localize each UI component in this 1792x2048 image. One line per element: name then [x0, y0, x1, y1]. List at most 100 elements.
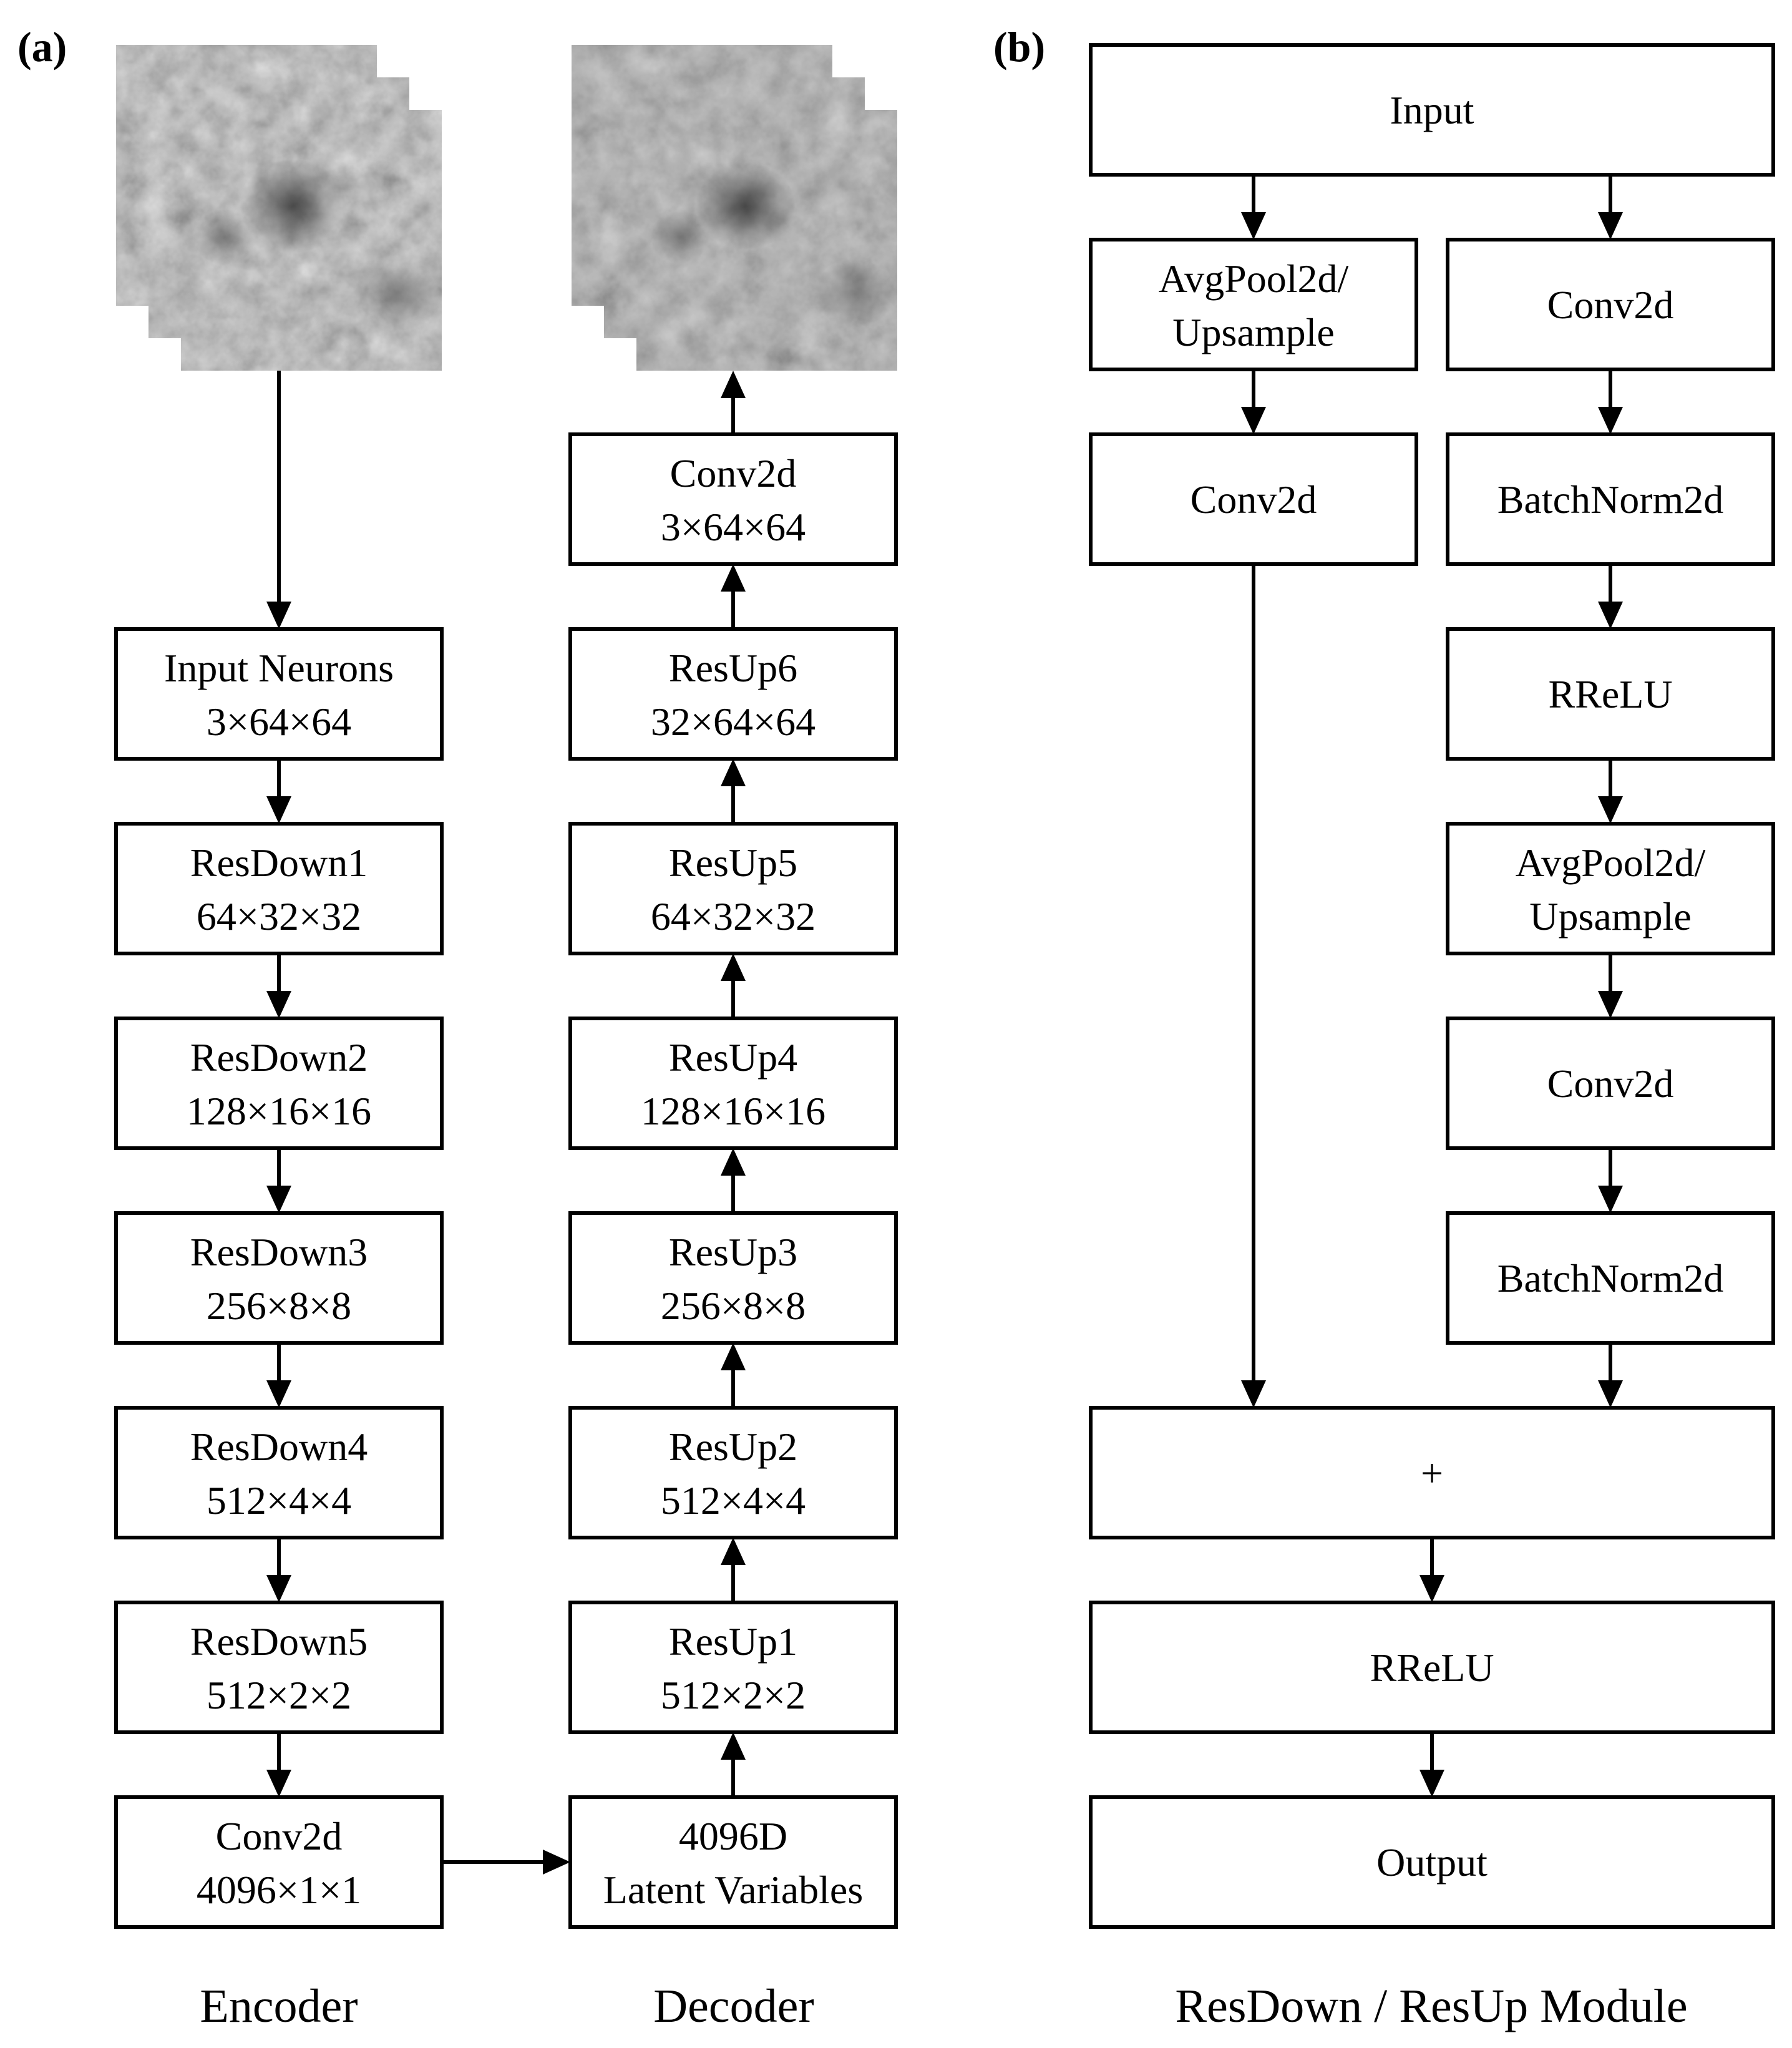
panel-b-label: (b) — [993, 23, 1045, 71]
encoder-block-detail: 512×2×2 — [207, 1673, 351, 1717]
decoder-block — [568, 1017, 898, 1150]
activation-box-label: RReLU — [1370, 1646, 1494, 1690]
encoder-block-label: ResDown5 — [190, 1619, 368, 1664]
encoder-arrow-head — [266, 1186, 291, 1213]
encoder-arrow-head — [266, 1770, 291, 1797]
encoder-block-label: Input Neurons — [164, 646, 394, 690]
encoder-block-label: ResDown4 — [190, 1425, 368, 1469]
main-block-label: BatchNorm2d — [1497, 477, 1724, 522]
decoder-block-label: 4096D — [679, 1814, 787, 1858]
decoder-block-label: ResUp1 — [669, 1619, 797, 1664]
main-arrow-head — [1598, 407, 1623, 434]
decoder-block-label: ResUp4 — [669, 1035, 797, 1080]
encoder-arrow-head — [266, 796, 291, 824]
encoder-block — [114, 1795, 444, 1929]
decoder-block-label: ResUp6 — [669, 646, 797, 690]
encoder-block-detail: 64×32×32 — [197, 894, 361, 939]
encoder-block-label: ResDown2 — [190, 1035, 368, 1080]
decoder-block — [568, 1795, 898, 1929]
output-image-layer — [636, 110, 897, 371]
encoder-arrow-head — [266, 1575, 291, 1602]
decoder-block-label: Conv2d — [670, 451, 797, 495]
main-block — [1446, 1211, 1775, 1345]
encoder-arrow-head — [266, 991, 291, 1018]
main-block-label: Conv2d — [1547, 1061, 1674, 1106]
decoder-arrow-head — [721, 1343, 746, 1370]
decoder-block-detail: Latent Variables — [603, 1868, 863, 1912]
main-arrow-head — [1598, 796, 1623, 824]
decoder-block-detail: 512×4×4 — [661, 1478, 806, 1523]
panel-a-label: (a) — [17, 23, 67, 71]
input-image-layer — [181, 110, 443, 371]
module-arrow-head — [1419, 1575, 1444, 1602]
skip-block-label: AvgPool2d/ — [1159, 256, 1349, 301]
skip-arrow-head — [1241, 212, 1266, 240]
main-arrow-head — [1598, 1186, 1623, 1213]
encoder-block — [114, 627, 444, 761]
decoder-block-detail: 64×32×32 — [651, 894, 816, 939]
decoder-block-label: ResUp5 — [669, 841, 797, 885]
decoder-block — [568, 1211, 898, 1345]
image-to-encoder-arrow-head — [266, 602, 291, 629]
output-image-stack — [572, 45, 897, 371]
latent-arrow-head — [543, 1850, 570, 1875]
decoder-block-detail: 32×64×64 — [651, 700, 816, 744]
decoder-arrow-head — [721, 953, 746, 981]
encoder-block — [114, 1211, 444, 1345]
input-box — [1089, 43, 1775, 177]
decoder-block — [568, 432, 898, 566]
skip-arrow-head — [1241, 407, 1266, 434]
main-block — [1446, 627, 1775, 761]
decoder-block — [568, 627, 898, 761]
main-block-label: Conv2d — [1547, 283, 1674, 327]
main-block-label: BatchNorm2d — [1497, 1256, 1724, 1300]
skip-block — [1089, 432, 1418, 566]
decoder-arrow-head — [721, 1538, 746, 1565]
decoder-block-label: ResUp3 — [669, 1230, 797, 1274]
skip-arrow-head — [1241, 1380, 1266, 1408]
main-arrow-head — [1598, 991, 1623, 1018]
main-arrow-head — [1598, 212, 1623, 240]
main-block — [1446, 822, 1775, 955]
decoder-block-label: ResUp2 — [669, 1425, 797, 1469]
encoder-block-detail: 256×8×8 — [207, 1284, 351, 1328]
encoder-block — [114, 1406, 444, 1539]
encoder-block — [114, 1017, 444, 1150]
encoder-block-label: ResDown1 — [190, 841, 368, 885]
main-arrow-head — [1598, 1380, 1623, 1408]
input-image-stack — [116, 45, 443, 371]
input-box-label: Input — [1390, 88, 1474, 132]
output-box-label: Output — [1376, 1840, 1488, 1885]
decoder-to-image-arrow-head — [721, 371, 746, 398]
encoder-block-detail: 4096×1×1 — [197, 1868, 361, 1912]
encoder-block-detail: 3×64×64 — [207, 700, 351, 744]
encoder-block-label: ResDown3 — [190, 1230, 368, 1274]
decoder-block-detail: 512×2×2 — [661, 1673, 806, 1717]
main-block — [1446, 1017, 1775, 1150]
decoder-arrow-head — [721, 1148, 746, 1176]
encoder-block-detail: 512×4×4 — [207, 1478, 351, 1523]
main-block — [1446, 432, 1775, 566]
main-block-detail: Upsample — [1529, 894, 1692, 939]
sum-box-label: + — [1421, 1451, 1443, 1495]
skip-block-label: Conv2d — [1191, 477, 1317, 522]
decoder-block-detail: 128×16×16 — [641, 1089, 825, 1133]
encoder-block-detail: 128×16×16 — [187, 1089, 371, 1133]
sum-box — [1089, 1406, 1775, 1539]
skip-block-detail: Upsample — [1172, 310, 1335, 354]
decoder-arrow-head — [721, 759, 746, 786]
encoder-caption: Encoder — [200, 1980, 358, 2032]
activation-box — [1089, 1601, 1775, 1734]
encoder-arrow-head — [266, 1380, 291, 1408]
main-block-label: RReLU — [1548, 672, 1672, 716]
decoder-block — [568, 1601, 898, 1734]
main-block-label: AvgPool2d/ — [1516, 841, 1706, 885]
decoder-block-detail: 3×64×64 — [661, 505, 806, 549]
output-box — [1089, 1795, 1775, 1929]
encoder-block-label: Conv2d — [216, 1814, 343, 1858]
main-block — [1446, 238, 1775, 371]
decoder-arrow-head — [721, 564, 746, 592]
module-caption: ResDown / ResUp Module — [1175, 1980, 1687, 2032]
